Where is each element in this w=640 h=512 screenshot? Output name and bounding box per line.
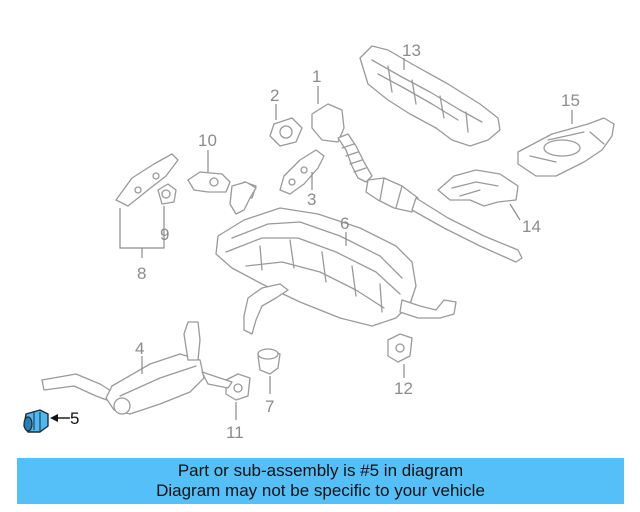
rubber-hanger-part-11[interactable]	[225, 373, 251, 401]
exhaust-parts-diagram: 13 15 1 2 3 10	[23, 41, 615, 442]
callout-1: 1	[312, 67, 321, 86]
heat-shield-upper-part-13[interactable]	[359, 45, 501, 147]
callout-7: 7	[265, 397, 274, 416]
callout-5: 5	[70, 409, 79, 428]
gasket-part-2[interactable]	[269, 117, 303, 147]
exhaust-clamp-part-5-highlighted[interactable]	[23, 409, 49, 433]
bracket-part-3[interactable]	[279, 149, 325, 195]
clamp-part-7[interactable]	[257, 348, 281, 375]
rubber-hanger-part-12[interactable]	[387, 333, 413, 363]
arrow-5	[50, 414, 58, 422]
callout-8: 8	[137, 264, 146, 283]
callout-2: 2	[270, 86, 279, 105]
heat-shield-rear-part-15[interactable]	[517, 117, 615, 177]
center-muffler-part-6[interactable]	[215, 181, 457, 335]
callout-12: 12	[394, 379, 413, 398]
front-pipe-catalytic-converter-part-1[interactable]	[311, 103, 523, 263]
callout-15: 15	[561, 91, 580, 110]
callout-9: 9	[160, 225, 169, 244]
heat-shield-bracket-part-14[interactable]	[437, 169, 519, 207]
rubber-insulator-part-9[interactable]	[157, 183, 177, 205]
callout-13: 13	[402, 41, 421, 60]
rear-muffler-part-4[interactable]	[41, 321, 233, 415]
callout-4: 4	[135, 339, 144, 358]
leader-14	[509, 203, 521, 221]
banner-line-2: Diagram may not be specific to your vehi…	[156, 481, 485, 500]
info-banner: Part or sub-assembly is #5 in diagram Di…	[17, 458, 624, 504]
banner-line-1: Part or sub-assembly is #5 in diagram	[177, 461, 464, 480]
leader-8-bracket	[119, 206, 165, 249]
callout-10: 10	[198, 131, 217, 150]
hanger-assembly-part-8[interactable]	[115, 153, 179, 207]
callout-11: 11	[226, 423, 244, 442]
callout-14: 14	[522, 217, 541, 236]
callout-3: 3	[307, 190, 316, 209]
callout-6: 6	[340, 214, 349, 233]
